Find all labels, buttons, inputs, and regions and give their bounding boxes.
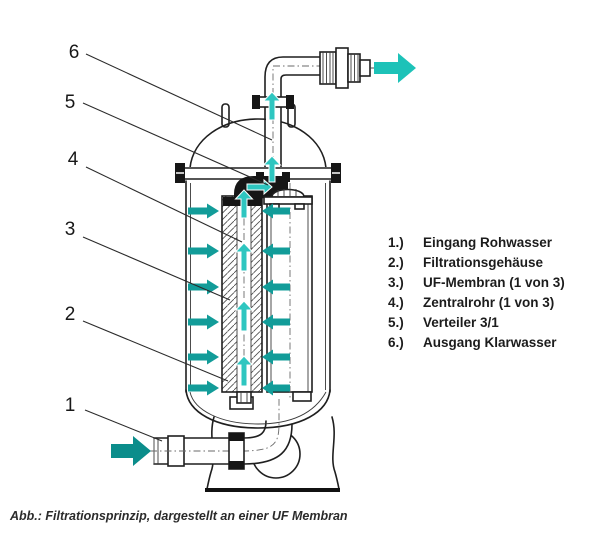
legend-label: UF-Membran (1 von 3) bbox=[423, 275, 565, 290]
callout-number-4: 4 bbox=[68, 149, 79, 170]
legend: 1.) Eingang Rohwasser 2.) Filtrationsgeh… bbox=[388, 233, 565, 353]
inlet-pipe bbox=[150, 432, 245, 470]
legend-label: Filtrationsgehäuse bbox=[423, 255, 544, 270]
callout-line-1 bbox=[84, 409, 163, 442]
callout-number-6: 6 bbox=[69, 42, 80, 63]
membrane-cap bbox=[252, 197, 262, 206]
callout-line-3 bbox=[82, 236, 231, 301]
callout-line-6 bbox=[85, 53, 273, 141]
legend-label: Ausgang Klarwasser bbox=[423, 335, 557, 350]
legend-label: Verteiler 3/1 bbox=[423, 315, 499, 330]
callout-line-5 bbox=[82, 102, 269, 186]
legend-label: Eingang Rohwasser bbox=[423, 235, 553, 250]
legend-number: 5.) bbox=[388, 315, 404, 330]
legend-row: 6.) Ausgang Klarwasser bbox=[388, 333, 565, 353]
dome-pin bbox=[221, 103, 230, 128]
legend-row: 5.) Verteiler 3/1 bbox=[388, 313, 565, 333]
figure-caption: Abb.: Filtrationsprinzip, dargestellt an… bbox=[10, 509, 348, 523]
legend-row: 1.) Eingang Rohwasser bbox=[388, 233, 565, 253]
inlet-arrow-icon bbox=[111, 436, 151, 466]
callout-number-5: 5 bbox=[65, 92, 76, 113]
callout-line-2 bbox=[82, 320, 229, 382]
inlet-flange bbox=[228, 432, 245, 470]
side-arrows-middle bbox=[262, 203, 290, 396]
legend-number: 6.) bbox=[388, 335, 404, 350]
vessel-bottom bbox=[185, 389, 331, 429]
callout-number-2: 2 bbox=[65, 304, 76, 325]
callout-line-4 bbox=[85, 166, 243, 243]
legend-row: 2.) Filtrationsgehäuse bbox=[388, 253, 565, 273]
membrane-element-right bbox=[266, 183, 313, 400]
legend-number: 1.) bbox=[388, 235, 404, 250]
legend-number: 2.) bbox=[388, 255, 404, 270]
legend-row: 4.) Zentralrohr (1 von 3) bbox=[388, 293, 565, 313]
callout-number-1: 1 bbox=[65, 395, 76, 416]
membrane-cap bbox=[223, 197, 234, 206]
flow-arrows bbox=[234, 91, 282, 387]
outlet-arrow-icon bbox=[374, 53, 416, 83]
legend-number: 4.) bbox=[388, 295, 404, 310]
callout-number-3: 3 bbox=[65, 219, 76, 240]
callout-numbers: 6 5 4 3 2 1 bbox=[65, 42, 80, 416]
uf-membrane-hatched bbox=[221, 195, 263, 393]
threaded-fitting bbox=[319, 47, 375, 89]
vessel-dome bbox=[189, 103, 327, 169]
pedestal-base bbox=[205, 399, 340, 492]
legend-row: 3.) UF-Membran (1 von 3) bbox=[388, 273, 565, 293]
side-arrows-left bbox=[188, 203, 219, 396]
legend-number: 3.) bbox=[388, 275, 404, 290]
callout-lines bbox=[82, 53, 273, 442]
legend-label: Zentralrohr (1 von 3) bbox=[423, 295, 555, 310]
element-bottom-fittings bbox=[229, 391, 312, 410]
